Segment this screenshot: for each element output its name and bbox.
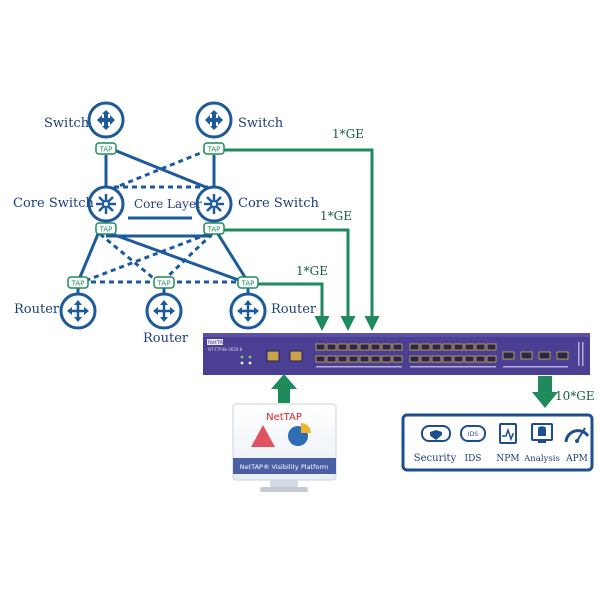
core-switch-icon-right[interactable] (195, 185, 233, 223)
apm-icon (564, 427, 590, 443)
core-layer-label: Core Layer (134, 197, 202, 211)
svg-text:Analysis: Analysis (523, 454, 560, 464)
switch-icon-left[interactable] (87, 101, 125, 139)
sfp-port-block-1[interactable] (315, 343, 403, 363)
visibility-platform-monitor[interactable]: NetTAP NetTAP® Visibility Platform (232, 403, 337, 492)
svg-text:APM: APM (565, 454, 588, 464)
svg-text:TAP: TAP (207, 226, 221, 234)
svg-text:TAP: TAP (241, 280, 255, 288)
tap-icon-core-left: TAP (95, 222, 117, 235)
router-left-label: Router (14, 302, 60, 317)
router-mid-label: Router (143, 331, 189, 346)
device-brand: NetTAP (208, 340, 226, 346)
ge-links (224, 148, 380, 331)
tap-icon-router-left: TAP (67, 276, 89, 289)
ids-icon (460, 425, 486, 442)
tap-icon-router-mid: TAP (153, 276, 175, 289)
analysis-icon (531, 423, 553, 443)
security-icon (421, 425, 451, 442)
platform-caption: NetTAP® Visibility Platform (240, 463, 329, 471)
svg-text:IDS: IDS (468, 431, 478, 438)
router-icon-right[interactable] (229, 292, 267, 330)
svg-text:TAP: TAP (157, 280, 171, 288)
svg-text:TAP: TAP (99, 146, 113, 154)
svg-text:TAP: TAP (71, 280, 85, 288)
pie-chart-icon (288, 423, 311, 446)
tool-ids[interactable]: IDS IDS (460, 425, 486, 464)
svg-text:TAP: TAP (207, 146, 221, 154)
core-switch-left-label: Core Switch (13, 196, 95, 211)
ge-link-label-top: 1*GE (332, 127, 364, 141)
tools-panel: Security IDS IDS NPM Analysis (401, 413, 594, 472)
svg-text:Security: Security (414, 453, 457, 464)
tap-icon-core-right: TAP (203, 222, 225, 235)
topology-links (76, 148, 250, 294)
svg-text:NPM: NPM (496, 454, 519, 464)
svg-text:TAP: TAP (99, 226, 113, 234)
tool-apm[interactable]: APM (564, 427, 590, 464)
console-port[interactable] (289, 350, 303, 362)
sfp-plus-ports[interactable] (502, 351, 569, 360)
router-icon-mid[interactable] (145, 292, 183, 330)
ge-link-label-low: 1*GE (296, 264, 328, 278)
router-icon-left[interactable] (59, 292, 97, 330)
triangle-icon (251, 425, 275, 447)
tool-security[interactable]: Security (414, 425, 457, 464)
router-right-label: Router (271, 302, 317, 317)
tools-downlink-arrow (532, 376, 558, 408)
switch-left-label: Switch (44, 116, 90, 131)
tool-analysis[interactable]: Analysis (523, 423, 560, 464)
tool-npm[interactable]: NPM (496, 423, 520, 464)
switch-right-label: Switch (238, 116, 284, 131)
ten-ge-label: 10*GE (555, 389, 595, 403)
mgmt-port[interactable] (266, 350, 280, 362)
tap-icon-switch-right: TAP (203, 142, 225, 155)
sfp-port-block-2[interactable] (409, 343, 497, 363)
tap-badges: TAP TAP TAP TAP TAP TAP TAP (67, 142, 259, 289)
platform-logo: NetTAP (266, 412, 302, 423)
npm-icon (499, 423, 517, 444)
network-tap-device[interactable]: NetTAP NT-FTP48-3650-8 (203, 333, 590, 375)
switch-icon-right[interactable] (195, 101, 233, 139)
platform-uplink-arrow (271, 374, 297, 403)
ge-link-label-mid: 1*GE (320, 209, 352, 223)
tap-icon-switch-left: TAP (95, 142, 117, 155)
tap-icon-router-right: TAP (237, 276, 259, 289)
core-switch-icon-left[interactable] (87, 185, 125, 223)
device-model: NT-FTP48-3650-8 (208, 347, 243, 352)
core-switch-right-label: Core Switch (238, 196, 320, 211)
svg-text:IDS: IDS (465, 454, 482, 464)
